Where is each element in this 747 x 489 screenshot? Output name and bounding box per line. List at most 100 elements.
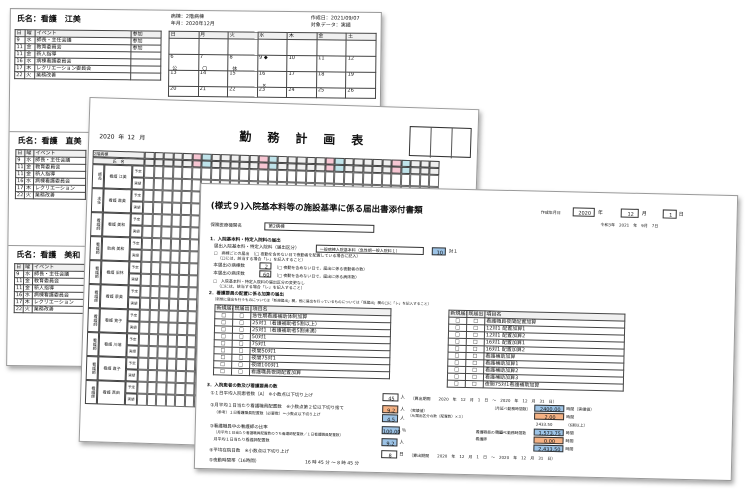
shift-cell[interactable]: [146, 393, 157, 407]
shift-cell[interactable]: [150, 273, 160, 287]
shift-cell[interactable]: [157, 346, 168, 359]
shift-cell[interactable]: [181, 166, 192, 180]
shift-cell[interactable]: [390, 173, 401, 186]
shift-cell[interactable]: [172, 178, 182, 191]
shift-cell[interactable]: [166, 370, 176, 383]
shift-cell[interactable]: [219, 168, 230, 181]
assist-hours-field[interactable]: 0.00: [533, 436, 564, 445]
shift-cell[interactable]: [186, 323, 197, 336]
shift-cell[interactable]: [257, 169, 268, 182]
shift-cell[interactable]: [141, 249, 152, 262]
shift-cell[interactable]: [142, 213, 153, 226]
checkbox[interactable]: □: [231, 368, 250, 376]
shift-cell[interactable]: [151, 237, 162, 251]
shift-cell[interactable]: [157, 334, 168, 347]
shift-cell[interactable]: [185, 359, 196, 372]
shift-cell[interactable]: [148, 309, 159, 323]
shift-cell[interactable]: [169, 262, 180, 275]
shift-cell[interactable]: [186, 311, 197, 324]
shift-cell[interactable]: [314, 171, 325, 184]
shift-cell[interactable]: [189, 227, 200, 240]
shift-cell[interactable]: [181, 190, 192, 204]
shift-cell[interactable]: [139, 297, 150, 310]
shift-cell[interactable]: [267, 169, 278, 182]
hours-diff-field[interactable]: 2.00: [534, 412, 565, 421]
shift-cell[interactable]: [171, 202, 182, 215]
shift-cell[interactable]: [175, 358, 186, 372]
shift-cell[interactable]: [229, 168, 240, 181]
shift-cell[interactable]: [158, 310, 169, 323]
shift-cell[interactable]: [180, 214, 191, 228]
checkbox[interactable]: □: [465, 380, 484, 388]
shift-cell[interactable]: [170, 226, 181, 239]
shift-cell[interactable]: [170, 238, 181, 251]
shift-cell[interactable]: [158, 322, 168, 335]
shift-cell[interactable]: [184, 395, 195, 408]
shift-cell[interactable]: [200, 167, 211, 180]
shift-cell[interactable]: [150, 249, 161, 263]
shift-cell[interactable]: [286, 170, 297, 183]
shift-cell[interactable]: [187, 287, 198, 300]
shift-cell[interactable]: [177, 310, 188, 324]
ward-count-field[interactable]: 2: [259, 262, 272, 270]
shift-cell[interactable]: [295, 170, 306, 183]
shift-cell[interactable]: [185, 347, 196, 360]
shift-cell[interactable]: [161, 214, 172, 227]
nurse-hours-field[interactable]: 1,573.75: [533, 428, 564, 437]
shift-cell[interactable]: [167, 322, 178, 335]
shift-cell[interactable]: [305, 170, 316, 184]
shift-cell[interactable]: [151, 213, 162, 227]
shift-cell[interactable]: [210, 167, 221, 181]
shift-cell[interactable]: [158, 298, 169, 311]
nurse-ratio-field[interactable]: 100.00: [381, 426, 401, 436]
shift-cell[interactable]: [152, 201, 163, 215]
required-staffing-field[interactable]: 4.5: [381, 414, 399, 423]
shift-cell[interactable]: [160, 250, 171, 263]
shift-cell[interactable]: [148, 333, 159, 347]
shift-cell[interactable]: [153, 166, 164, 179]
shift-cell[interactable]: [185, 371, 195, 384]
total-hours-field[interactable]: 2,433.50: [533, 444, 564, 453]
shift-cell[interactable]: [181, 178, 192, 192]
shift-cell[interactable]: [170, 214, 181, 227]
shift-cell[interactable]: [136, 393, 147, 406]
shift-cell[interactable]: [138, 345, 149, 358]
shift-cell[interactable]: [149, 285, 160, 299]
shift-cell[interactable]: [381, 173, 392, 186]
shift-cell[interactable]: [172, 166, 183, 179]
checkbox[interactable]: □: [213, 367, 232, 376]
shift-cell[interactable]: [147, 357, 158, 371]
shift-cell[interactable]: [180, 226, 190, 240]
shift-cell[interactable]: [137, 369, 148, 382]
shift-cell[interactable]: [179, 238, 190, 252]
shift-cell[interactable]: [140, 273, 151, 286]
avg-patients-field[interactable]: 45: [382, 393, 399, 402]
shift-cell[interactable]: [176, 346, 187, 360]
shift-cell[interactable]: [166, 358, 177, 371]
shift-cell[interactable]: [152, 190, 163, 203]
shift-cell[interactable]: [159, 274, 170, 287]
shift-cell[interactable]: [177, 298, 188, 312]
shift-cell[interactable]: [162, 178, 173, 191]
ratio-field[interactable]: 10: [431, 247, 446, 256]
shift-cell[interactable]: [139, 309, 150, 322]
shift-cell[interactable]: [324, 171, 335, 184]
shift-cell[interactable]: [409, 174, 420, 187]
shift-cell[interactable]: [153, 178, 163, 191]
shift-cell[interactable]: [168, 298, 179, 311]
shift-cell[interactable]: [166, 346, 177, 359]
shift-cell[interactable]: [146, 381, 157, 395]
shift-cell[interactable]: [180, 202, 191, 216]
shift-cell[interactable]: [143, 189, 154, 202]
shift-cell[interactable]: [148, 321, 159, 335]
shift-cell[interactable]: [179, 250, 190, 264]
shift-cell[interactable]: [162, 190, 173, 203]
nurse-staffing-field[interactable]: 9.2: [382, 405, 399, 414]
shift-cell[interactable]: [149, 297, 160, 311]
shift-cell[interactable]: [167, 334, 178, 347]
shift-cell[interactable]: [400, 173, 411, 187]
shift-cell[interactable]: [151, 225, 162, 239]
shift-cell[interactable]: [169, 250, 180, 263]
shift-cell[interactable]: [333, 171, 344, 184]
shift-cell[interactable]: [140, 261, 151, 274]
